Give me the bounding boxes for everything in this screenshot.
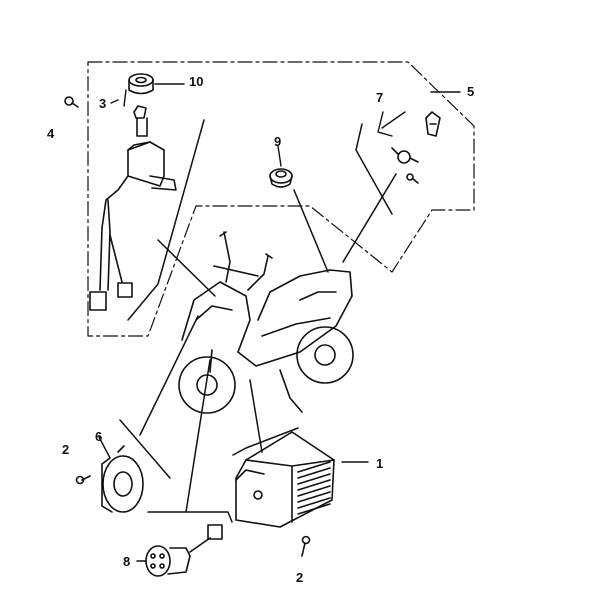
callout-10: 10 (189, 74, 203, 89)
callout-2-left: 2 (62, 442, 69, 457)
seat-lock (391, 111, 441, 184)
callout-leaders (98, 83, 461, 562)
group-bracket (119, 119, 393, 523)
callout-1: 1 (376, 456, 383, 471)
ignition-switch (89, 73, 177, 311)
regulator-rectifier (235, 431, 335, 528)
wire-leaders (139, 173, 397, 513)
callout-3: 3 (99, 96, 106, 111)
callout-8: 8 (123, 554, 130, 569)
callout-4: 4 (47, 126, 55, 141)
callout-9: 9 (274, 134, 281, 149)
screw-2-right (301, 535, 311, 557)
horn (101, 445, 144, 513)
fuel-cap-lock (269, 168, 293, 188)
bolt-4 (64, 96, 79, 108)
callout-7: 7 (376, 90, 383, 105)
screw-2-left (75, 475, 91, 485)
group-outline (87, 61, 475, 337)
scooter (178, 231, 354, 414)
callout-2-right: 2 (296, 570, 303, 585)
brake-light-switch (145, 524, 223, 577)
callout-6: 6 (95, 429, 102, 444)
callout-5: 5 (467, 84, 474, 99)
